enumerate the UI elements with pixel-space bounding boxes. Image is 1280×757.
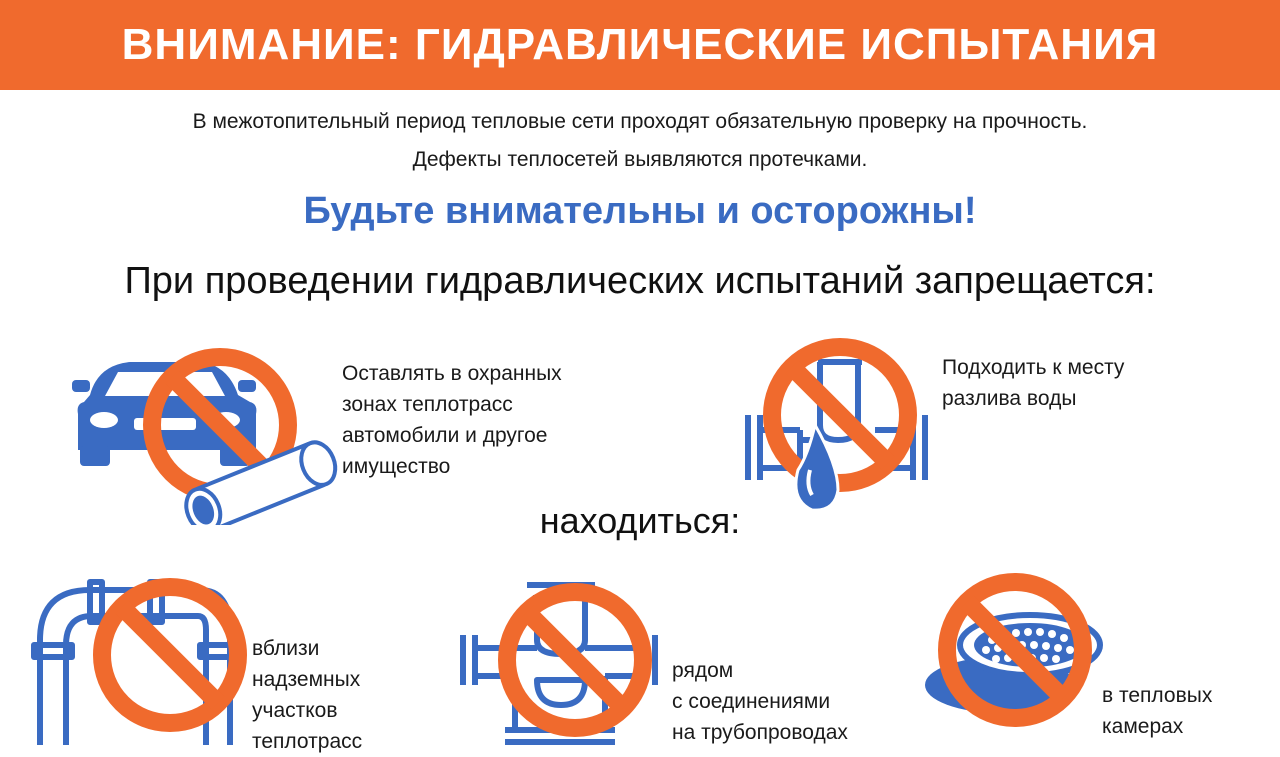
water-spill-prohibited-icon: [745, 338, 928, 512]
location-text-elevated: вблизи надземных участков теплотрасс: [252, 637, 363, 753]
rule-text-vehicles: Оставлять в охранных зонах теплотрасс ав…: [342, 362, 562, 478]
intro-line-2: Дефекты теплосетей выявляются протечками…: [412, 148, 868, 171]
warning-text: Будьте внимательны и осторожны!: [303, 190, 977, 232]
location-text-joints: рядом с соединениями на трубопроводах: [672, 659, 848, 744]
rule-text-water: Подходить к месту разлива воды: [942, 356, 1125, 410]
pipe-joint-prohibited-icon: [460, 582, 658, 745]
banner-title: ВНИМАНИЕ: ГИДРАВЛИЧЕСКИЕ ИСПЫТАНИЯ: [121, 20, 1159, 69]
elevated-pipe-prohibited-icon: [31, 578, 247, 745]
top-banner: ВНИМАНИЕ: ГИДРАВЛИЧЕСКИЕ ИСПЫТАНИЯ: [0, 0, 1280, 90]
prohibited-heading: При проведении гидравлических испытаний …: [124, 260, 1156, 302]
subheading: находиться:: [539, 500, 741, 541]
intro-line-1: В межотопительный период тепловые сети п…: [192, 110, 1088, 133]
location-text-chambers: в тепловых камерах: [1102, 684, 1213, 738]
manhole-prohibited-icon: [925, 573, 1103, 727]
car-pipe-prohibited-icon: [72, 348, 338, 525]
